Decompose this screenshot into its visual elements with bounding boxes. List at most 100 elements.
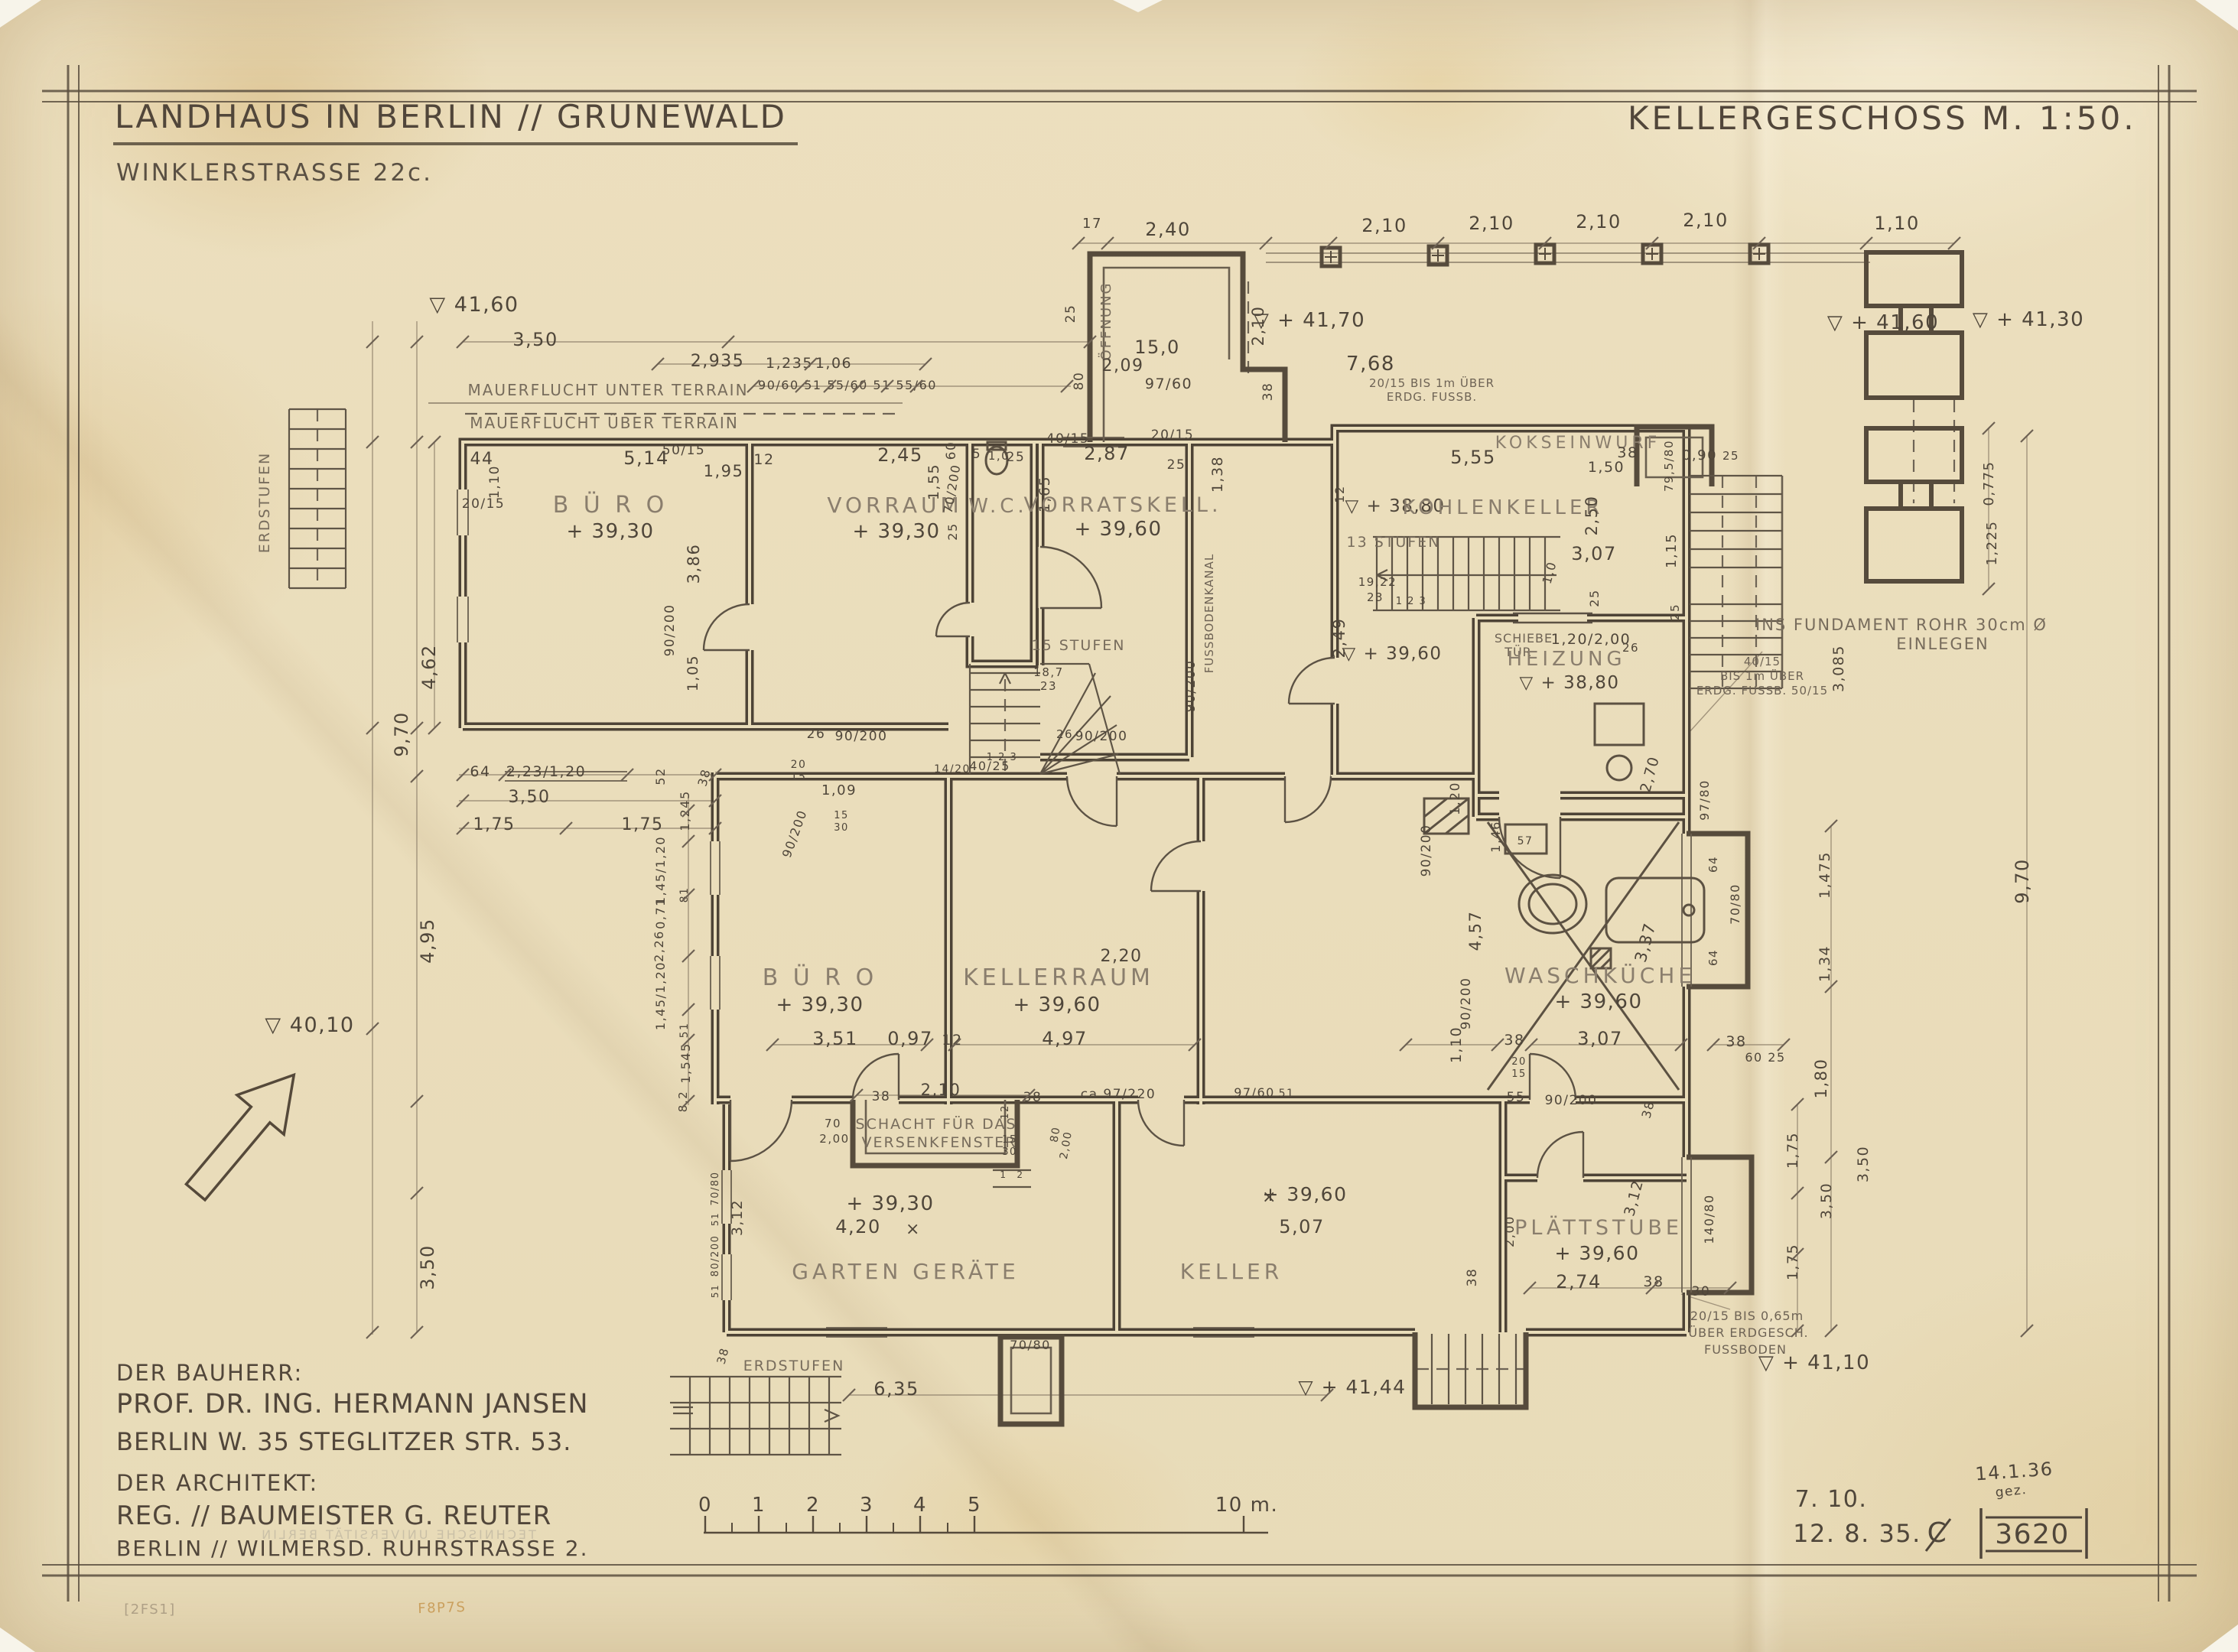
annotation: 1,545 <box>678 1042 693 1083</box>
annotation: 20 <box>791 759 807 771</box>
annotation: 0,71 <box>653 897 668 929</box>
annotation: 51 <box>1279 1088 1295 1100</box>
annotation: MAUERFLUCHT UNTER TERRAIN <box>467 381 748 399</box>
annotation: 1,05 <box>685 655 701 691</box>
annotation: 3,50 <box>509 788 551 807</box>
annotation: ERDSTUFEN <box>743 1358 845 1374</box>
annotation: ▽ 41,60 <box>429 293 519 317</box>
annotation: 4,97 <box>1042 1028 1087 1049</box>
room-label: B Ü R O <box>553 491 668 519</box>
annotation: 80/200 <box>710 1235 721 1277</box>
annotation: 14/20 <box>934 763 971 776</box>
room-label: KELLER <box>1180 1259 1283 1284</box>
annotation: 60 25 <box>1745 1050 1785 1065</box>
dimension-tick <box>1674 1038 1688 1052</box>
annotation: 30 <box>1002 1146 1017 1158</box>
dimension-tick <box>1791 1247 1804 1261</box>
annotation: 1,15 <box>1664 533 1680 568</box>
annotation: 9,70 <box>2012 858 2033 903</box>
dimension-tick <box>1791 1098 1804 1111</box>
annotation: 97/80 <box>1697 779 1712 821</box>
annotation: 90/200 <box>1419 824 1434 877</box>
room-label: PLÄTTSTUBE <box>1514 1215 1683 1240</box>
annotation: 1 <box>1000 1169 1007 1180</box>
annotation: 4,57 <box>1466 911 1485 951</box>
annotation: + 39,30 <box>853 520 941 543</box>
dimension-tick <box>410 1186 424 1200</box>
annotation: 38 <box>1023 1090 1043 1105</box>
annotation: 17 <box>1082 216 1102 232</box>
annotation: 18,7 <box>1033 665 1063 679</box>
annotation: 64 <box>1706 949 1720 966</box>
annotation: 3,085 <box>1830 645 1847 692</box>
annotation: 3 <box>860 1494 873 1517</box>
annotation: 2 <box>1017 1169 1023 1180</box>
windows-layer <box>457 437 1692 1338</box>
room-label: KELLERRAUM <box>963 964 1154 991</box>
annotation: 38 <box>1726 1033 1746 1050</box>
annotation: BIS 1m ÜBER <box>1720 668 1804 683</box>
annotation: ▽ + 41,70 <box>1254 309 1365 332</box>
annotation: 40/25 <box>969 759 1010 773</box>
annotation: 30 <box>834 822 849 834</box>
dimension-tick <box>842 1388 856 1402</box>
dimension-tick <box>410 769 424 783</box>
dimension-tick <box>410 1094 424 1108</box>
annotation: 9,70 <box>391 711 412 756</box>
architect-heading: DER ARCHITEKT: <box>116 1470 319 1496</box>
annotation: 12 <box>753 451 774 468</box>
annotation: INS FUNDAMENT ROHR 30cm Ø <box>1755 616 2048 634</box>
scale-bar <box>704 1516 1268 1534</box>
dimension-tick <box>1101 236 1114 250</box>
annotation: 2,26 <box>652 930 666 962</box>
dimension-tick <box>1859 236 1873 250</box>
annotation: 4,62 <box>418 644 440 689</box>
annotation: ÜBER ERDGESCH. <box>1688 1325 1808 1340</box>
annotation: 15 <box>791 771 807 783</box>
annotation: 20/15 BIS 1m ÜBER <box>1369 376 1495 390</box>
north-arrow-icon <box>184 1072 296 1202</box>
annotation: 23 <box>1040 679 1057 693</box>
dimension-tick <box>1777 1038 1791 1052</box>
dimension-tick <box>708 821 722 835</box>
annotation: SCHIEBE <box>1495 631 1553 646</box>
annotation: 1,09 <box>821 782 857 798</box>
annotation: 70/80 <box>1728 883 1742 925</box>
dimension-tick <box>366 721 379 735</box>
annotation: 2,00 <box>1502 1215 1517 1247</box>
annotation: 1,20/2,00 <box>1551 631 1631 648</box>
fixtures-layer <box>984 441 1706 1091</box>
annotation: 2,10 <box>921 1081 961 1099</box>
dimension-tick <box>410 435 424 449</box>
annotation: 40/15 <box>1744 655 1781 668</box>
annotation: 80 <box>1072 372 1087 391</box>
dimension-tick <box>366 1022 379 1036</box>
annotation: F8P7S <box>418 1599 467 1617</box>
annotation: 1 <box>752 1494 766 1517</box>
annotation: 1,75 <box>1784 1132 1801 1169</box>
annotation: 1,45/1,20 <box>653 836 668 905</box>
annotation: ▽ + 39,60 <box>1342 644 1443 664</box>
annotation: 1,06 <box>815 355 852 372</box>
room-label: W.C. <box>968 495 1027 518</box>
annotation: 26 <box>1056 727 1073 741</box>
dimension-tick <box>1982 421 1996 435</box>
drawing-subtitle: WINKLERSTRASSE 22c. <box>116 159 433 187</box>
annotation: 60 <box>944 441 959 460</box>
annotation: 23 <box>1367 590 1384 604</box>
dimension-tick <box>559 821 573 835</box>
annotation: 70/80 <box>710 1172 721 1206</box>
annotation: ▽ + 41,44 <box>1298 1376 1406 1398</box>
dimension-tick <box>1947 236 1961 250</box>
annotation: EINLEGEN <box>1896 635 1989 653</box>
architect-address: BERLIN // WILMERSD. RUHRSTRASSE 2. <box>116 1536 589 1561</box>
annotation: FUSSBODEN <box>1704 1342 1787 1357</box>
annotation: 3,50 <box>512 329 558 350</box>
annotation: 2,50 <box>1583 496 1601 536</box>
dimension-tick <box>1645 1281 1659 1295</box>
dimension-tick <box>1072 236 1085 250</box>
annotation: 1,55 <box>925 463 942 500</box>
